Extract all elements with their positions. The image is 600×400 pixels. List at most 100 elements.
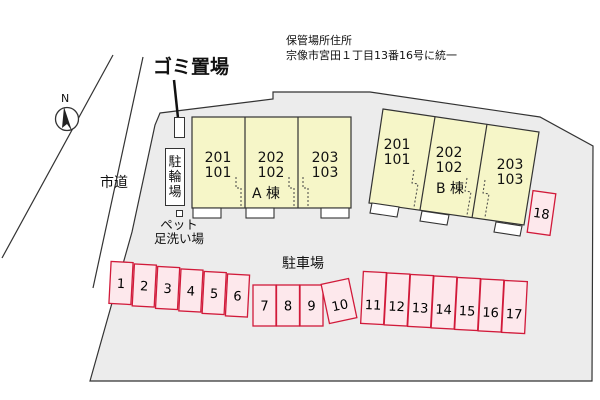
unit-label: 201 101	[375, 138, 419, 168]
parking-space-box	[500, 279, 529, 335]
parking-space: 15	[453, 276, 482, 332]
unit-upper: 201	[383, 137, 411, 153]
unit-label: 203 103	[303, 151, 347, 181]
building-b-name: B 棟	[436, 181, 465, 197]
parking-space: 13	[406, 273, 435, 329]
pet-wash-label: ペット 足洗い場	[134, 218, 224, 246]
pet-wash-station	[176, 210, 183, 217]
parking-space-box	[299, 284, 324, 327]
parking-space: 14	[430, 275, 458, 330]
building-b	[368, 108, 540, 237]
north-arrow: N	[54, 92, 80, 132]
parking-space: 18	[526, 189, 557, 237]
parking-space: 5	[201, 270, 227, 316]
parking-lot-label: 駐車場	[282, 256, 324, 272]
parking-space-number: 11	[364, 298, 381, 314]
parking-space-box	[320, 277, 358, 325]
parking-space-number: 6	[233, 289, 242, 304]
parking-space: 3	[154, 265, 181, 311]
unit-upper: 203	[311, 150, 339, 166]
storage-address-notice: 保管場所住所 宗像市宮田１丁目13番16号に統一	[286, 33, 457, 63]
parking-space-box	[178, 268, 204, 313]
unit-lower: 101	[204, 165, 232, 181]
parking-space-number: 9	[307, 300, 315, 315]
parking-space: 11	[359, 270, 388, 326]
building-b-porch	[493, 221, 523, 237]
parking-space: 9	[299, 284, 324, 327]
parking-space: 6	[224, 273, 251, 318]
parking-space: 12	[383, 272, 411, 327]
parking-space-box	[108, 260, 134, 306]
building-b-entry-dash	[464, 177, 472, 216]
north-arrow-needle	[62, 107, 72, 131]
parking-space-number: 3	[163, 282, 172, 297]
unit-upper: 202	[435, 145, 463, 161]
building-a-name: A 棟	[252, 186, 281, 202]
building-b-divider	[471, 123, 488, 219]
parking-space-number: 16	[482, 306, 499, 322]
parking-space: 4	[178, 268, 204, 313]
garbage-leader-line	[172, 79, 180, 119]
unit-upper: 202	[257, 150, 285, 166]
building-a-porch	[320, 207, 350, 219]
parking-space: 7	[252, 284, 277, 327]
parking-space-number: 18	[532, 206, 550, 223]
parking-space-number: 15	[458, 304, 475, 320]
building-a-entry-dash	[302, 177, 309, 208]
notice-line-2: 宗像市宮田１丁目13番16号に統一	[286, 49, 457, 62]
unit-label: 202 102	[427, 146, 471, 176]
building-a-entry-dash	[235, 177, 242, 208]
building-a-body	[191, 116, 352, 209]
parking-space-number: 14	[435, 303, 452, 319]
building-a	[191, 116, 352, 219]
unit-upper: 203	[496, 157, 524, 173]
garbage-area	[174, 117, 185, 138]
bike-label-char: 駐	[168, 155, 182, 170]
parking-space-number: 4	[186, 284, 195, 299]
parking-space: 2	[131, 263, 158, 308]
parking-space-box	[224, 273, 251, 318]
parking-space-number: 1	[116, 277, 125, 292]
bicycle-parking	[165, 148, 185, 206]
parking-space-number: 17	[505, 307, 522, 323]
building-a-porch	[245, 207, 275, 219]
parking-space: 1	[108, 260, 134, 306]
parking-space-box	[131, 263, 158, 308]
unit-label: 203 103	[488, 158, 532, 188]
pet-label-line-1: ペット	[160, 217, 198, 232]
unit-lower: 102	[435, 160, 463, 176]
unit-lower: 103	[496, 172, 524, 188]
unit-lower: 102	[257, 165, 285, 181]
garbage-area-label: ゴミ置場	[153, 56, 230, 78]
parking-space-number: 13	[411, 301, 428, 317]
parking-space-box	[201, 270, 227, 316]
building-a-porch	[192, 207, 222, 219]
unit-upper: 201	[204, 150, 232, 166]
bike-label-char: 場	[168, 185, 182, 200]
parking-space: 17	[500, 279, 529, 335]
road-edge-left	[1, 54, 114, 259]
road-edge-right	[92, 56, 144, 289]
parking-space-number: 5	[210, 287, 219, 302]
parking-space-number: 2	[140, 279, 149, 294]
unit-lower: 103	[311, 165, 339, 181]
parking-space-number: 12	[388, 300, 405, 316]
north-arrow-letter: N	[61, 92, 69, 105]
unit-label: 201 101	[196, 151, 240, 181]
unit-label: 202 102	[249, 151, 293, 181]
parking-space-number: 8	[284, 300, 292, 315]
bike-label-char: 輪	[168, 170, 182, 185]
parking-space-number: 10	[330, 297, 349, 315]
parking-space: 16	[477, 278, 505, 333]
city-road-label: 市道	[100, 175, 128, 191]
parking-space-box	[154, 265, 181, 311]
building-b-porch	[419, 210, 450, 226]
bicycle-parking-label: 駐 輪 場	[168, 155, 182, 200]
building-b-entry-dash	[411, 169, 419, 208]
parking-space-box	[526, 189, 557, 237]
parking-space: 8	[275, 284, 301, 327]
notice-line-1: 保管場所住所	[286, 34, 352, 47]
